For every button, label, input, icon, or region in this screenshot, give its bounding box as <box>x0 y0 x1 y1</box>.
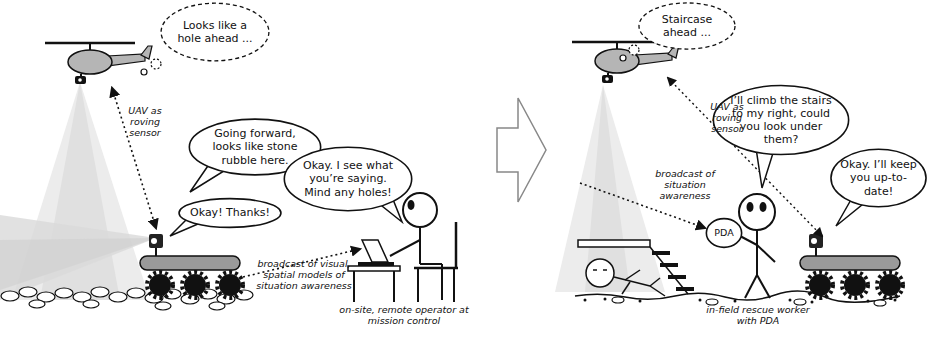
bubble-text: Okay. I’ll keep you up-to-date! <box>839 158 919 198</box>
uav-helicopter <box>45 43 152 84</box>
caption-note: on-site, remote operator at mission cont… <box>328 304 480 326</box>
speech-bubble: Okay. I see what you’re saying. Mind any… <box>283 146 413 212</box>
bubble-text: Okay! Thanks! <box>183 206 277 219</box>
speech-bubble: Okay. I’ll keep you up-to-date! <box>830 148 927 208</box>
thought-dot <box>141 69 147 75</box>
rubble <box>1 287 253 310</box>
speech-bubble: Okay! Thanks! <box>178 198 282 228</box>
thought-dot <box>151 59 161 69</box>
rescue-worker-figure <box>739 194 775 298</box>
camera-beam <box>0 238 156 290</box>
bubble-text: Going forward, looks like stone rubble h… <box>201 127 308 167</box>
thought-dot <box>620 55 626 61</box>
pda-device: PDA <box>706 218 742 248</box>
transition-arrow <box>497 98 546 202</box>
uav-helicopter <box>572 42 679 83</box>
caption-note: broadcast of situation awareness <box>646 168 724 201</box>
bubble-text: Staircase ahead ... <box>650 13 724 39</box>
camera-beam <box>0 215 156 300</box>
thought-bubble: Staircase ahead ... <box>638 2 736 50</box>
caption-note: UAV as roving sensor <box>116 105 174 138</box>
rescue-robot <box>800 234 903 298</box>
bubble-text: Okay. I see what you’re saying. Mind any… <box>296 159 400 199</box>
caption-note: broadcast of visual, spatial models of s… <box>256 258 352 291</box>
bubble-text: PDA <box>706 227 742 238</box>
bubble-text: Looks like a hole ahead ... <box>172 19 258 45</box>
thought-bubble: Looks like a hole ahead ... <box>160 2 270 62</box>
sensor-beam <box>585 85 630 292</box>
victim-figure <box>586 259 665 296</box>
sensor-beam <box>555 85 665 292</box>
caption-note: in-field rescue worker with PDA <box>698 304 818 326</box>
caption-note: UAV as roving sensor <box>698 101 756 134</box>
rescue-robot <box>140 234 243 298</box>
thought-dot <box>629 45 639 55</box>
staircase <box>578 240 694 294</box>
